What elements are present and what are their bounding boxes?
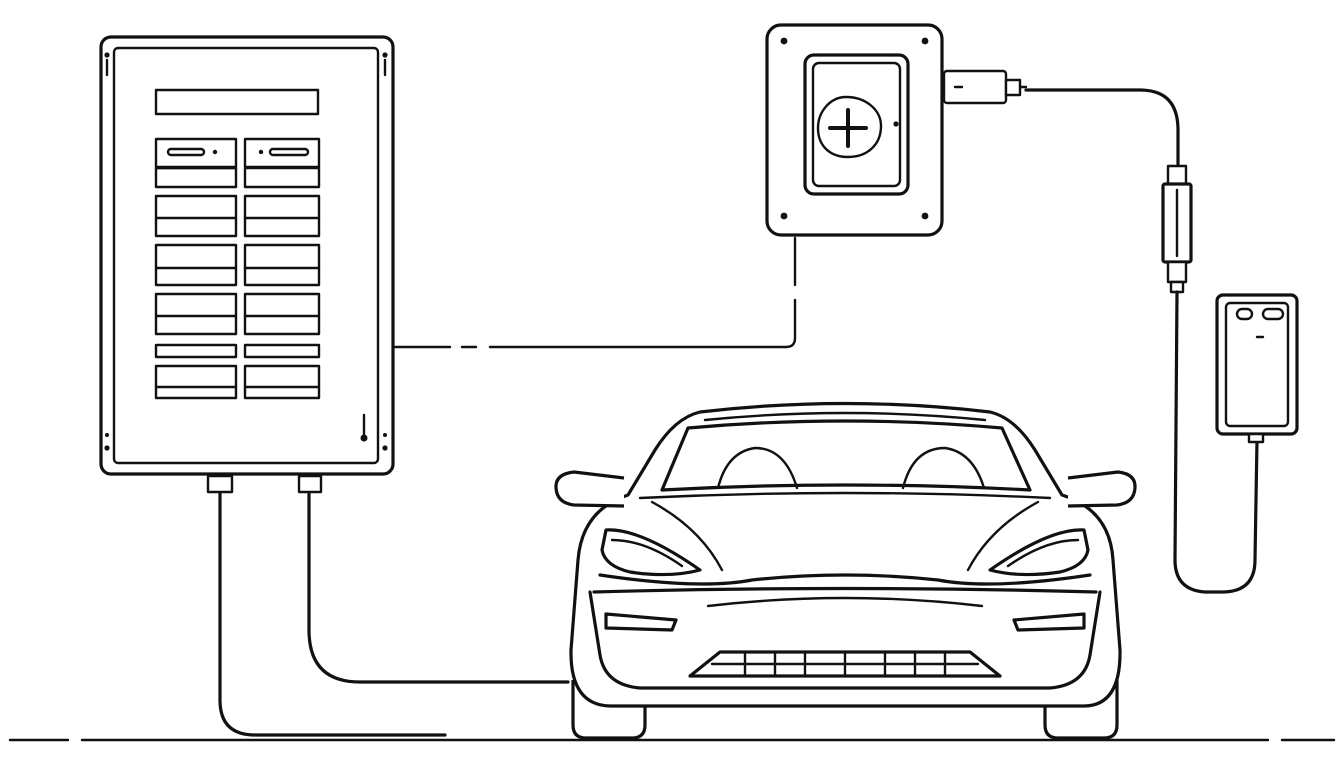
panel-screws: [104, 52, 388, 451]
junction-plug: [942, 69, 1028, 105]
panel-bottom-connectors: [206, 474, 323, 494]
junction-to-controller-wire: [1024, 88, 1180, 168]
panel-to-car-wire: [307, 491, 570, 684]
car-grille: [688, 650, 1002, 678]
electrical-panel: [99, 35, 395, 494]
charging-controller: [1215, 293, 1299, 444]
car-mirror-right: [1067, 470, 1137, 508]
car-headlight-right: [988, 528, 1090, 577]
car-windshield: [660, 419, 1032, 492]
breaker-column-right: [243, 137, 321, 400]
car-headlight-left: [600, 528, 702, 577]
car-foglight-right: [1012, 612, 1086, 632]
panel-label-strip: [154, 88, 320, 116]
panel-indicator-icon: [360, 413, 368, 442]
junction-box: [765, 23, 1028, 237]
car-foglight-left: [604, 612, 678, 632]
fuse-to-controller-loop: [1173, 290, 1259, 594]
car-mirror-left: [554, 470, 625, 508]
plus-icon: [816, 95, 883, 159]
panel-to-junction-wire: [393, 236, 797, 349]
electric-car: [554, 401, 1137, 740]
inline-fuse: [1161, 164, 1193, 294]
panel-ground-wire: [218, 491, 447, 737]
breaker-column-left: [154, 137, 238, 400]
